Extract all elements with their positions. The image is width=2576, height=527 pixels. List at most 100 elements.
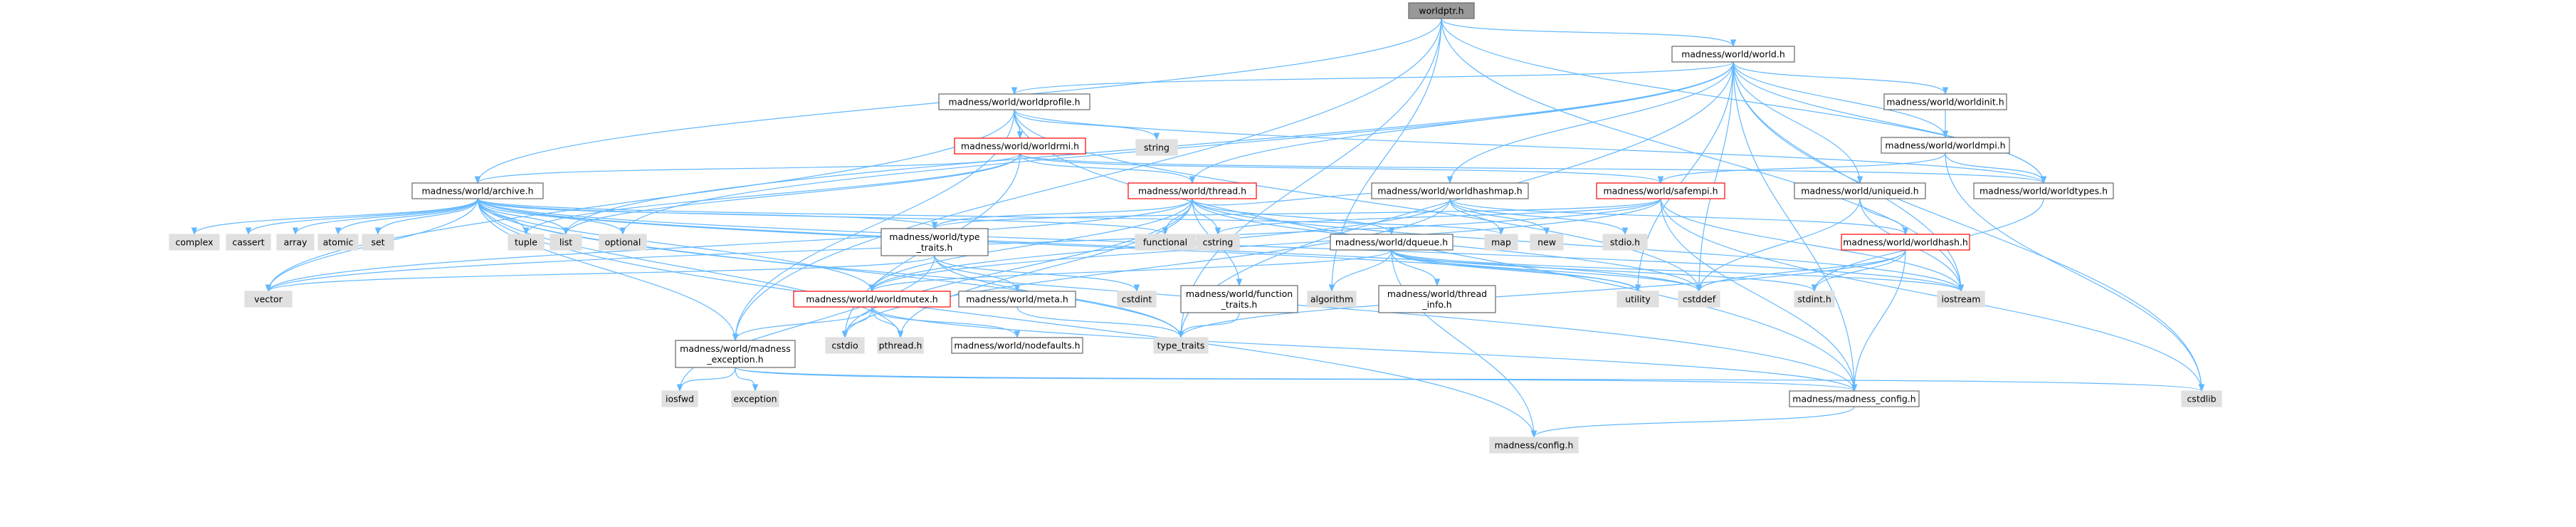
- node-worldrmi[interactable]: madness/world/worldrmi.h: [954, 137, 1086, 155]
- node-label: iostream: [1942, 294, 1981, 305]
- edge-worldhashmap-to-stdio: [1449, 198, 1629, 236]
- node-label: cstring: [1203, 237, 1234, 248]
- dependency-edges: [191, 18, 2205, 439]
- node-label: new: [1537, 237, 1556, 248]
- edge-thread-to-dqueue: [1192, 198, 1395, 236]
- edge-thread-to-pthread: [897, 198, 1193, 339]
- node-dqueue[interactable]: madness/world/dqueue.h: [1330, 234, 1453, 251]
- node-label: madness/world/function: [1186, 288, 1293, 299]
- node-label: _traits.h: [1221, 299, 1258, 310]
- edge-archive-to-cassert: [245, 198, 478, 236]
- node-safempi[interactable]: madness/world/safempi.h: [1596, 182, 1725, 199]
- node-iosfwd: iosfwd: [661, 390, 698, 407]
- edge-world-to-thread: [1189, 61, 1734, 184]
- node-label: cstdio: [831, 340, 858, 351]
- edge-worldhash-to-stdint: [1811, 249, 1906, 293]
- edge-typetraits_h-to-vector: [265, 255, 935, 293]
- edge-typetraits_h-to-cstdint: [934, 255, 1140, 293]
- node-pthread: pthread.h: [877, 337, 924, 354]
- node-label: madness/world/world.h: [1681, 49, 1785, 60]
- node-uniqueid[interactable]: madness/world/uniqueid.h: [1794, 182, 1926, 199]
- node-functional: functional: [1135, 234, 1196, 251]
- node-worldhash[interactable]: madness/world/worldhash.h: [1841, 234, 1970, 251]
- node-madconfig[interactable]: madness/madness_config.h: [1789, 390, 1920, 407]
- node-madexc[interactable]: madness/world/madness_exception.h: [675, 340, 796, 368]
- edge-safempi-to-cstdlib: [1660, 198, 2205, 392]
- node-worldhashmap[interactable]: madness/world/worldhashmap.h: [1371, 182, 1529, 199]
- node-worldptr[interactable]: worldptr.h: [1408, 2, 1475, 19]
- node-label: madness/world/nodefaults.h: [954, 340, 1080, 351]
- node-label: array: [284, 237, 307, 248]
- node-label: madness/world/worldrmi.h: [961, 141, 1079, 152]
- edge-madexc-to-cstdlib: [735, 367, 2204, 392]
- node-nodefaults[interactable]: madness/world/nodefaults.h: [951, 337, 1083, 354]
- edge-dqueue-to-threadinfo: [1391, 249, 1441, 287]
- node-array: array: [276, 234, 315, 251]
- edge-worldprofile-to-worldtypes: [1014, 109, 2047, 184]
- node-worldinit[interactable]: madness/world/worldinit.h: [1883, 93, 2007, 110]
- node-stdio: stdio.h: [1602, 234, 1648, 251]
- edge-worldmutex-to-cstdio: [841, 306, 873, 339]
- node-label: madness/world/worldmpi.h: [1885, 140, 2005, 151]
- node-cstdint: cstdint: [1117, 291, 1157, 308]
- edge-safempi-to-typetraits_h: [932, 198, 1661, 230]
- node-new: new: [1530, 234, 1564, 251]
- edge-worldrmi-to-tuple: [522, 153, 1021, 236]
- node-cstddef: cstddef: [1678, 291, 1720, 308]
- edge-worldmpi-to-safempi: [1657, 152, 1946, 184]
- header-nodes: worldptr.h madness/world/world.h madness/w…: [169, 2, 2222, 454]
- edge-worldprofile-to-string: [1014, 109, 1160, 141]
- edge-thread-to-typetraits_h: [931, 198, 1193, 230]
- node-cstdio: cstdio: [825, 337, 865, 354]
- edge-madconfig-to-config: [1530, 406, 1855, 439]
- node-string: string: [1135, 139, 1178, 156]
- edge-safempi-to-madconfig: [1660, 198, 1858, 392]
- node-label: madness/world/safempi.h: [1604, 186, 1718, 197]
- edge-worldmutex-to-madconfig: [871, 306, 1858, 392]
- edge-world-to-worldtypes: [1733, 61, 2047, 184]
- node-functiontraits[interactable]: madness/world/function_traits.h: [1180, 285, 1298, 313]
- node-worldtypes[interactable]: madness/world/worldtypes.h: [1973, 182, 2114, 199]
- node-label: utility: [1625, 294, 1651, 305]
- edge-worldrmi-to-worldtypes: [1019, 153, 2046, 184]
- node-label: madness/world/type: [889, 231, 979, 242]
- edge-archive-to-map: [477, 198, 1504, 236]
- node-threadinfo[interactable]: madness/world/thread_info.h: [1378, 285, 1496, 313]
- node-label: madness/world/dqueue.h: [1335, 237, 1448, 248]
- node-label: tuple: [515, 237, 537, 248]
- node-label: stdio.h: [1610, 237, 1640, 248]
- node-label: madness/world/worldhash.h: [1843, 237, 1968, 248]
- edge-worldrmi-to-archive: [474, 153, 1021, 184]
- node-typetraits_h[interactable]: madness/world/type_traits.h: [880, 228, 989, 256]
- node-atomic: atomic: [317, 234, 359, 251]
- edge-worldmpi-to-cstdlib: [1945, 152, 2205, 392]
- edge-worldhashmap-to-worldhash: [1449, 198, 1909, 236]
- node-label: list: [559, 237, 572, 248]
- edge-archive-to-set: [374, 198, 478, 236]
- edge-worldmutex-to-pthread: [871, 306, 904, 339]
- node-map: map: [1484, 234, 1518, 251]
- node-meta[interactable]: madness/world/meta.h: [958, 291, 1076, 308]
- edge-dqueue-to-stdint: [1391, 249, 1818, 293]
- edge-world-to-cstdlib: [1733, 61, 2205, 392]
- node-label: madness/world/worldtypes.h: [1980, 186, 2108, 197]
- node-complex: complex: [169, 234, 220, 251]
- edge-thread-to-worldmutex: [868, 198, 1193, 293]
- edge-archive-to-array: [292, 198, 478, 236]
- node-worldmutex[interactable]: madness/world/worldmutex.h: [793, 291, 951, 308]
- edge-worldprofile-to-cstddef: [1014, 109, 1703, 293]
- node-label: madness/world/archive.h: [421, 186, 533, 197]
- node-world[interactable]: madness/world/world.h: [1671, 46, 1795, 63]
- node-set: set: [362, 234, 394, 251]
- node-label: string: [1144, 142, 1169, 153]
- edge-safempi-to-worldmutex: [868, 198, 1661, 293]
- node-thread[interactable]: madness/world/thread.h: [1127, 182, 1257, 199]
- edge-world-to-worldinit: [1733, 61, 1949, 95]
- node-worldprofile[interactable]: madness/world/worldprofile.h: [938, 93, 1090, 110]
- node-optional: optional: [599, 234, 647, 251]
- node-archive[interactable]: madness/world/archive.h: [411, 182, 544, 199]
- edge-archive-to-worldmutex: [477, 198, 876, 293]
- node-worldmpi[interactable]: madness/world/worldmpi.h: [1881, 137, 2010, 154]
- edge-dqueue-to-iostream: [1391, 249, 1965, 293]
